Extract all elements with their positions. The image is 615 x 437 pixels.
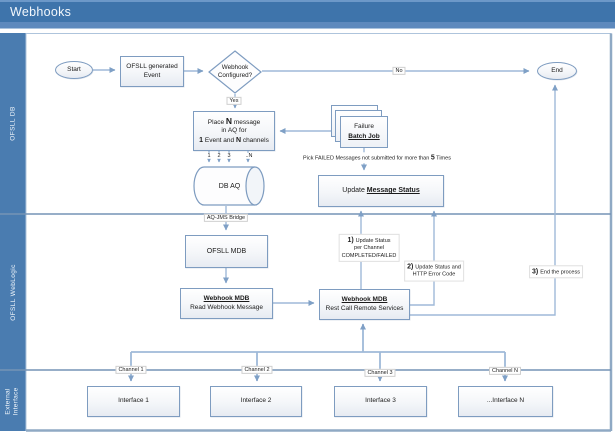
end-label: End [551, 66, 563, 74]
pick-text: Times [434, 155, 451, 162]
ofsll-mdb-label: OFSLL MDB [206, 247, 247, 255]
channel-3-label: Channel 3 [364, 368, 396, 378]
queue-num-3: 3 [225, 152, 233, 160]
place-text: in AQ for [221, 127, 247, 135]
place-text: Event and [203, 136, 236, 144]
pick-text: Pick FAILED Messages not submitted for m… [303, 155, 431, 162]
channel-2-label: Channel 2 [241, 365, 273, 375]
note2-line: Update Status and [415, 264, 461, 271]
note1-num: 1) [347, 236, 356, 244]
queue-num-2: 2 [215, 152, 223, 160]
pick-count: 5 [430, 154, 435, 162]
ofsll-mdb-box: OFSLL MDB [185, 235, 268, 268]
note3-num: 3) [532, 268, 541, 276]
ofsll-generated-event-box: OFSLL generated Event [120, 56, 184, 87]
interface-label: Interface 3 [365, 397, 396, 405]
title-bar: Webhooks [0, 0, 615, 22]
end-node: End [537, 62, 577, 80]
interface-label: Interface 2 [240, 397, 272, 405]
webhook-mdb-title: Webhook MDB [341, 296, 388, 304]
note2-line: HTTP Error Code [412, 272, 456, 279]
failure-label: Failure [354, 123, 374, 131]
yes-label: Yes [226, 96, 242, 106]
no-label: No [392, 66, 406, 76]
interface-label: ...Interface N [486, 397, 525, 405]
place-text: channels [241, 136, 269, 144]
place-n2: N [235, 136, 242, 144]
interface-label: Interface 1 [118, 397, 149, 405]
interface-n-box: ...Interface N [458, 386, 553, 417]
event-label: OFSLL generated Event [126, 63, 178, 79]
webhook-mdb-read-box: Webhook MDB Read Webhook Message [180, 288, 273, 319]
pick-failed-note: Pick FAILED Messages not submitted for m… [301, 152, 453, 164]
batch-job-label: Batch Job [348, 133, 380, 140]
note1-line: Update Status [355, 237, 391, 244]
interface-2-box: Interface 2 [210, 386, 302, 417]
place-one: 1 [199, 136, 204, 144]
rest-call-remote-services-label: Rest Call Remote Services [325, 304, 404, 312]
channel-n-label: Channel N [489, 366, 521, 376]
note3-line: End the process [540, 269, 580, 276]
db-aq-label: DB AQ [218, 182, 241, 190]
place-n: N [225, 115, 233, 126]
channel-1-label: Channel 1 [115, 365, 147, 375]
decision-label: Webhook Configured? [217, 64, 253, 79]
webhook-mdb-title: Webhook MDB [203, 295, 250, 303]
note2-num: 2) [407, 263, 416, 271]
note-end-the-process: 3) End the process [529, 265, 583, 279]
note1-line: COMPLETED/FAILED [341, 252, 397, 259]
title-bar-strip [0, 22, 615, 29]
start-node: Start [55, 61, 93, 79]
interface-1-box: Interface 1 [87, 386, 180, 417]
place-message-box: Place N message in AQ for 1 Event and N … [193, 111, 275, 151]
queue-num-1: 1 [205, 152, 213, 160]
db-aq-cylinder: DB AQ [193, 166, 266, 206]
start-label: Start [67, 65, 81, 73]
update-message-status-box: Update Message Status [318, 175, 444, 207]
read-webhook-message-label: Read Webhook Message [190, 303, 263, 311]
page-title: Webhooks [10, 5, 72, 19]
message-status-text: Message Status [366, 187, 420, 195]
place-text: Place [207, 118, 226, 126]
update-text: Update [342, 187, 367, 195]
interface-3-box: Interface 3 [334, 386, 427, 417]
aq-jms-bridge-label: AQ-JMS Bridge [203, 213, 249, 223]
place-text: message [232, 118, 261, 126]
note-update-status-per-channel: 1) Update Status per Channel COMPLETED/F… [338, 233, 400, 263]
queue-num-n: ..N [243, 152, 255, 160]
note1-line: per Channel [354, 245, 384, 252]
webhook-configured-decision: Webhook Configured? [208, 50, 262, 94]
failure-batch-job-box: Failure Batch Job [340, 116, 388, 148]
webhook-mdb-rest-box: Webhook MDB Rest Call Remote Services [319, 289, 410, 320]
swimlane-label-column [0, 33, 26, 431]
note-update-status-http: 2) Update Status and HTTP Error Code [404, 260, 464, 282]
